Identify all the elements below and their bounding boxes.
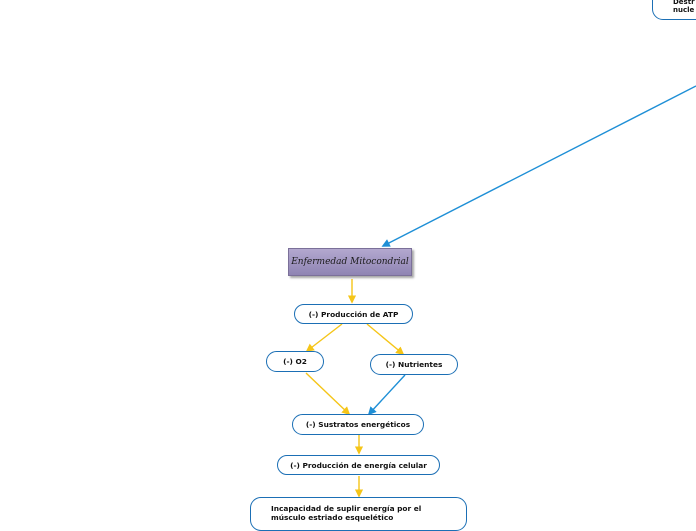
connector-topright-to-root (381, 85, 696, 247)
node-produccion-atp-label: (-) Producción de ATP (308, 309, 399, 319)
connector-layer (305, 85, 696, 498)
node-top-right-label: Destr nucle (673, 0, 695, 14)
root-node-label: Enfermedad Mitocondrial (291, 257, 409, 267)
node-produccion-energia-celular[interactable]: (-) Producción de energía celular (277, 455, 440, 475)
node-nutrientes[interactable]: (-) Nutrientes (370, 354, 458, 375)
node-o2[interactable]: (-) O2 (266, 351, 324, 372)
node-sustratos-energeticos[interactable]: (-) Sustratos energéticos (292, 414, 424, 435)
node-incapacidad-suplir-energia-label: Incapacidad de suplir energía por el mús… (271, 504, 422, 522)
connector-o2-to-sustratos (305, 372, 351, 416)
node-incapacidad-suplir-energia[interactable]: Incapacidad de suplir energía por el mús… (250, 497, 467, 531)
node-nutrientes-label: (-) Nutrientes (385, 360, 443, 369)
node-o2-label: (-) O2 (283, 357, 307, 366)
connector-atp-to-nutrientes (366, 323, 405, 356)
node-produccion-energia-celular-label: (-) Producción de energía celular (290, 460, 427, 470)
node-top-right[interactable]: Destr nucle (652, 0, 696, 20)
node-produccion-atp[interactable]: (-) Producción de ATP (294, 304, 413, 324)
connector-atp-to-o2 (305, 323, 343, 353)
node-sustratos-energeticos-label: (-) Sustratos energéticos (305, 420, 411, 429)
root-node-enfermedad-mitocondrial[interactable]: Enfermedad Mitocondrial (288, 248, 412, 276)
connector-nutrientes-to-sustratos (367, 374, 406, 416)
